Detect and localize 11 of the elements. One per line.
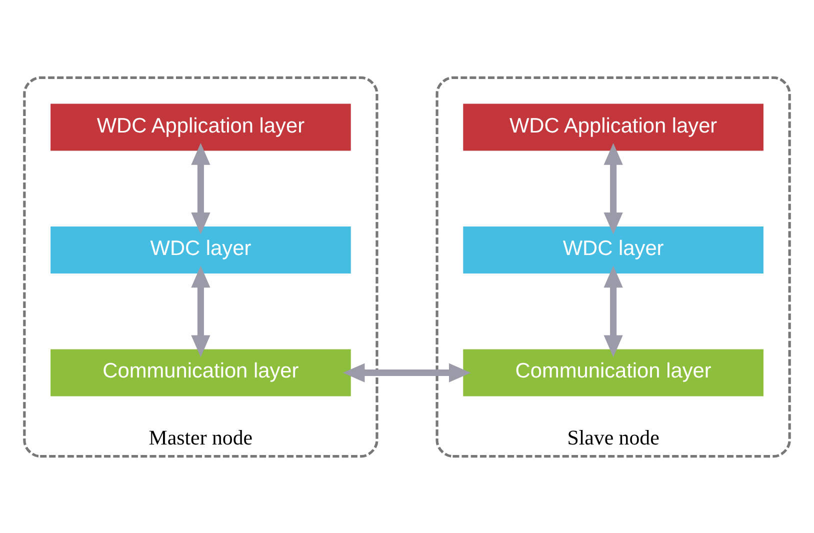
node-box: WDC Application layer bbox=[463, 103, 764, 150]
arrow bbox=[191, 265, 210, 357]
arrow bbox=[342, 362, 471, 382]
arrow bbox=[191, 142, 210, 234]
node-box: WDC layer bbox=[50, 226, 351, 274]
node-box: WDC Application layer bbox=[50, 103, 351, 150]
node-box: WDC layer bbox=[463, 226, 764, 274]
arrow bbox=[604, 265, 623, 357]
node-box: Communication layer bbox=[463, 348, 764, 396]
node-box: Communication layer bbox=[50, 348, 351, 396]
arrow bbox=[604, 142, 623, 234]
